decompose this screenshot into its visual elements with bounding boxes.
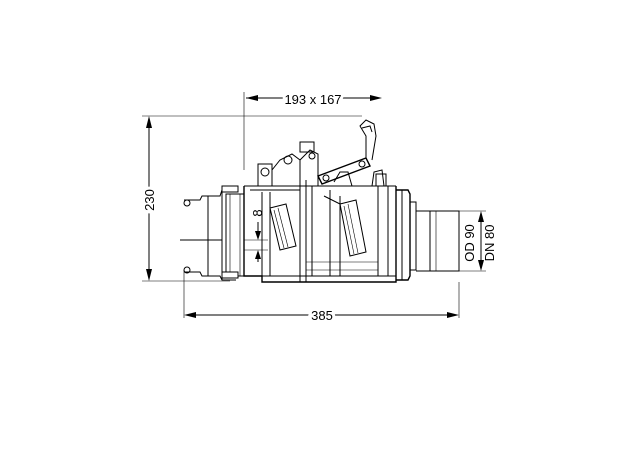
- dim-top-size-label: 193 x 167: [284, 92, 341, 107]
- dim-dn-label: DN 80: [482, 225, 497, 262]
- top-mechanism: [257, 119, 387, 187]
- dim-inner-label: 8: [250, 209, 265, 216]
- dim-height-label: 230: [142, 189, 157, 211]
- flap-left: [269, 203, 297, 251]
- dim-inner: 8: [244, 209, 268, 262]
- dim-length-label: 385: [311, 308, 333, 323]
- flap-right: [323, 195, 367, 257]
- dim-length: 385: [183, 270, 460, 326]
- dim-top-size: 193 x 167: [243, 89, 382, 170]
- valve-body: [243, 180, 397, 283]
- right-outlet: [396, 189, 460, 281]
- left-socket: [180, 185, 245, 281]
- dim-od-label: OD 90: [462, 224, 477, 262]
- dim-height: 230: [139, 115, 362, 282]
- dim-diameter: OD 90 DN 80: [430, 210, 497, 272]
